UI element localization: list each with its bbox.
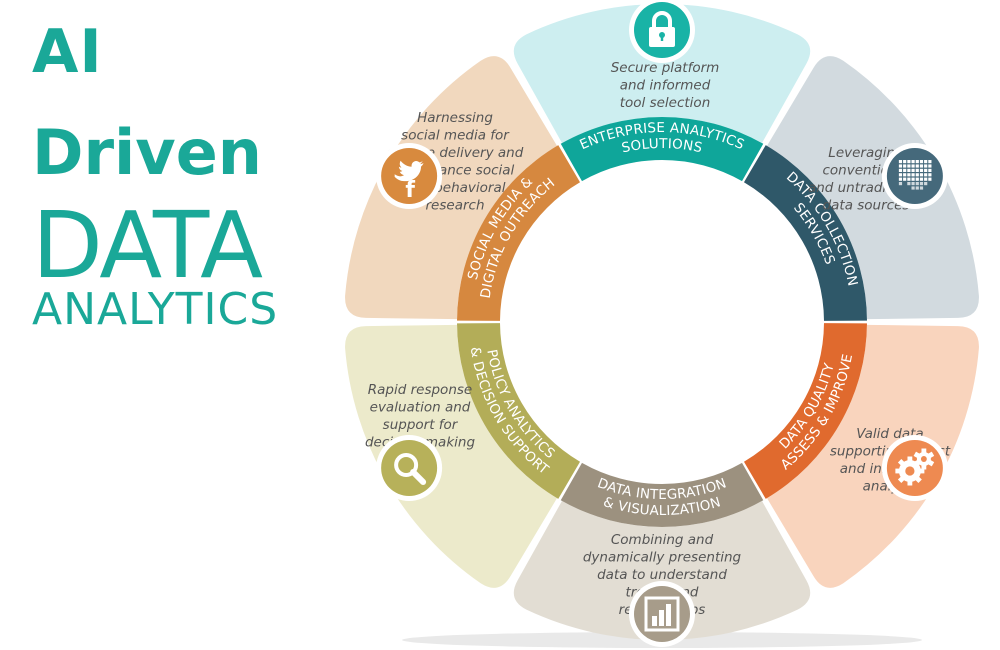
data-grid-icon: [881, 143, 948, 209]
segment-band: [457, 145, 581, 321]
lock-icon: [629, 0, 695, 63]
title-line-analytics: ANALYTICS: [32, 284, 279, 335]
segment-petal: [513, 4, 811, 144]
segment-petal: [513, 500, 811, 640]
segment-data-integration: DATA INTEGRATION& VISUALIZATIONCombining…: [513, 462, 811, 647]
title-line-driven: Driven: [32, 116, 262, 189]
magnifier-icon: [376, 435, 443, 501]
title-line-ai: AI: [32, 17, 103, 87]
bar-chart-icon: [629, 581, 695, 647]
segment-band: [457, 323, 581, 499]
segment-petal: [766, 324, 979, 588]
title-line-data: DATA: [32, 192, 263, 299]
segment-band: [560, 117, 764, 182]
segment-petal: [766, 56, 979, 320]
segment-social: SOCIAL MEDIA &DIGITAL OUTREACHHarnessing…: [345, 56, 581, 321]
gears-icon: [881, 435, 948, 501]
segment-petal: [345, 56, 558, 320]
segment-band: [743, 323, 867, 499]
segment-band: [560, 462, 764, 527]
segment-band: [743, 145, 867, 321]
twitter-facebook-icon: f: [376, 143, 443, 209]
svg-text:f: f: [405, 178, 415, 203]
segment-petal: [345, 324, 558, 588]
